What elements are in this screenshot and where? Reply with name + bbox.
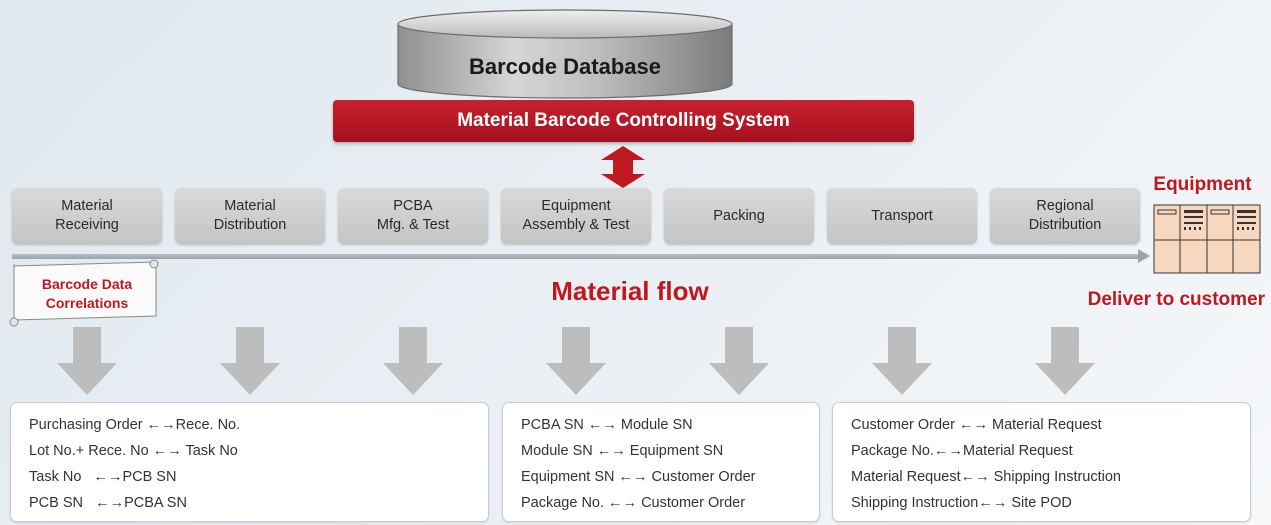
- correlation-line: PCBA SN ←→ Module SN: [521, 417, 693, 433]
- scroll-line1: Barcode Data: [41, 276, 133, 292]
- stage-label-line2: Distribution: [213, 217, 287, 233]
- stage-label-line2: Assembly & Test: [522, 217, 630, 233]
- stage-packing: Packing: [664, 188, 814, 244]
- correlation-box-delivery: Customer Order ←→ Material Request Packa…: [832, 402, 1251, 522]
- stage-label-line1: Packing: [713, 207, 765, 224]
- correlation-line: Lot No.+ Rece. No ←→ Task No: [29, 443, 238, 459]
- down-arrow-icon: [220, 327, 280, 395]
- stage-label-line1: Material: [61, 198, 113, 214]
- stage-label-line1: Transport: [871, 207, 933, 224]
- equipment-title: Equipment: [1153, 174, 1252, 195]
- scroll-line2: Correlations: [45, 295, 129, 311]
- stage-label-line1: PCBA: [393, 198, 433, 214]
- controlling-system-label: Material Barcode Controlling System: [457, 110, 790, 131]
- stage-label-line1: Equipment: [541, 198, 611, 214]
- down-arrow-icon: [57, 327, 117, 395]
- flow-arrowhead-icon: [1138, 249, 1150, 263]
- correlation-box-receiving: Purchasing Order ←→Rece. No. Lot No.+ Re…: [10, 402, 489, 522]
- correlation-line: Customer Order ←→ Material Request: [851, 417, 1102, 433]
- material-flow-heading: Material flow: [551, 276, 709, 306]
- stage-label-line1: Material: [224, 198, 276, 214]
- correlation-line: PCB SN ←→PCBA SN: [29, 495, 187, 511]
- correlation-line: Shipping Instruction←→ Site POD: [851, 495, 1072, 511]
- correlation-line: Material Request←→ Shipping Instruction: [851, 469, 1121, 485]
- down-arrow-icon: [1035, 327, 1095, 395]
- down-arrow-icon: [546, 327, 606, 395]
- bidirectional-arrow-icon: [601, 146, 645, 188]
- stage-label-line2: Distribution: [1028, 217, 1102, 233]
- correlation-line: Package No. ←→ Customer Order: [521, 495, 746, 511]
- equipment-cabinet-icon: [1153, 204, 1261, 274]
- down-arrow-icon: [709, 327, 769, 395]
- deliver-to-customer-heading: Deliver to customer: [1087, 289, 1265, 310]
- material-flow-line: [12, 254, 1142, 259]
- correlation-line: Purchasing Order ←→Rece. No.: [29, 417, 241, 433]
- barcode-data-correlations-label: Barcode Data Correlations: [22, 275, 152, 313]
- correlation-line: Equipment SN ←→ Customer Order: [521, 469, 756, 485]
- stage-label-line2: Mfg. & Test: [376, 217, 450, 233]
- stage-pcba-mfg-test: PCBA Mfg. & Test: [338, 188, 488, 244]
- database-label: Barcode Database: [469, 54, 661, 79]
- stage-transport: Transport: [827, 188, 977, 244]
- correlation-line: Module SN ←→ Equipment SN: [521, 443, 724, 459]
- down-arrow-icon: [383, 327, 443, 395]
- stage-label-line1: Regional: [1036, 198, 1094, 214]
- controlling-system-bar: Material Barcode Controlling System: [333, 100, 914, 142]
- scroll-banner-icon: [9, 259, 159, 327]
- database-cylinder-icon: [397, 9, 733, 99]
- correlation-line: Package No.←→Material Request: [851, 443, 1073, 459]
- down-arrow-icon: [872, 327, 932, 395]
- correlation-box-assembly: PCBA SN ←→ Module SN Module SN ←→ Equipm…: [502, 402, 820, 522]
- stage-label-line2: Receiving: [55, 217, 119, 233]
- correlation-line: Task No ←→PCB SN: [29, 469, 177, 485]
